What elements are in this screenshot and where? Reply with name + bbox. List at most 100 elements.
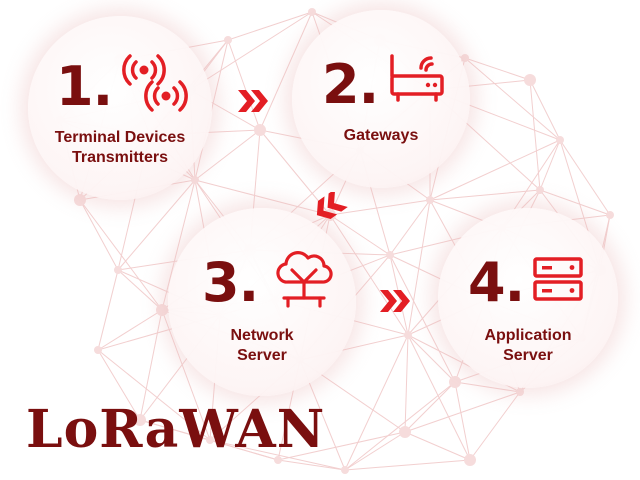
- mesh-line: [79, 199, 163, 311]
- mesh-line: [329, 214, 391, 256]
- mesh-line: [117, 269, 163, 311]
- mesh-line: [539, 189, 611, 216]
- mesh-line: [97, 349, 141, 421]
- arrow-step-1-to-2-icon: [238, 90, 268, 112]
- mesh-node: [386, 251, 394, 259]
- mesh-line: [277, 459, 346, 471]
- mesh-node: [556, 136, 564, 144]
- cloud-network-icon: [276, 251, 333, 308]
- step-3-number: 3.: [202, 251, 259, 314]
- mesh-line: [344, 334, 409, 471]
- step-4-label: Application Server: [438, 326, 618, 366]
- mesh-line: [329, 214, 409, 336]
- step-3-label: Network Server: [168, 326, 356, 366]
- mesh-line: [404, 334, 409, 433]
- step-1-node: 1. Terminal Devices Transmitters: [28, 16, 212, 200]
- mesh-line: [464, 57, 531, 81]
- mesh-line: [329, 199, 431, 216]
- mesh-line: [161, 179, 196, 311]
- mesh-node: [156, 304, 168, 316]
- mesh-node: [191, 176, 199, 184]
- mesh-line: [209, 439, 346, 471]
- lorawan-logo-text: LoRaWAN: [26, 399, 326, 460]
- mesh-line: [344, 381, 456, 471]
- mesh-node: [404, 331, 412, 339]
- mesh-line: [469, 391, 521, 461]
- step-4-number: 4.: [468, 251, 525, 314]
- mesh-node: [74, 194, 86, 206]
- mesh-node: [606, 211, 614, 219]
- mesh-line: [139, 309, 163, 421]
- mesh-line: [404, 391, 521, 433]
- step-2-number: 2.: [322, 53, 379, 116]
- mesh-node: [426, 196, 434, 204]
- mesh-line: [454, 381, 471, 461]
- mesh-line: [161, 309, 211, 441]
- mesh-line: [117, 179, 196, 271]
- mesh-node: [308, 8, 316, 16]
- mesh-line: [389, 254, 456, 383]
- mesh-line: [97, 269, 119, 351]
- mesh-line: [97, 349, 211, 441]
- step-2-label: Gateways: [292, 126, 470, 146]
- step-4-label-line-2: Server: [503, 347, 553, 364]
- mesh-node: [206, 436, 214, 444]
- mesh-line: [454, 381, 521, 393]
- mesh-node: [94, 346, 102, 354]
- mesh-line: [529, 79, 561, 141]
- step-3-label-line-2: Server: [237, 347, 287, 364]
- mesh-line: [404, 381, 456, 433]
- mesh-line: [227, 11, 313, 41]
- step-1-label-line-2: Transmitters: [71, 149, 169, 166]
- mesh-line: [429, 139, 561, 201]
- mesh-node: [114, 266, 122, 274]
- mesh-node: [449, 376, 461, 388]
- step-1-label-line-1: Terminal Devices: [54, 129, 186, 146]
- mesh-line: [79, 199, 119, 271]
- mesh-node: [274, 456, 282, 464]
- mesh-line: [389, 199, 431, 256]
- mesh-line: [209, 439, 279, 461]
- mesh-line: [404, 431, 471, 461]
- mesh-line: [429, 189, 541, 201]
- mesh-line: [189, 11, 313, 91]
- mesh-node: [399, 426, 411, 438]
- mesh-node: [464, 454, 476, 466]
- mesh-line: [539, 139, 561, 191]
- mesh-line: [259, 11, 313, 131]
- mesh-node: [461, 54, 469, 62]
- mesh-node: [254, 124, 266, 136]
- mesh-line: [407, 334, 456, 383]
- step-3-label-line-1: Network: [230, 327, 294, 344]
- mesh-node: [341, 466, 349, 474]
- mesh-node: [516, 388, 524, 396]
- mesh-line: [227, 39, 261, 131]
- step-4-node: 4. Application Server: [438, 208, 618, 388]
- mesh-line: [407, 199, 431, 336]
- arrow-step-2-to-3-icon: [316, 192, 348, 220]
- step-1-number: 1.: [56, 55, 113, 118]
- mesh-line: [277, 431, 406, 461]
- mesh-line: [559, 139, 611, 216]
- mesh-node: [134, 414, 146, 426]
- mesh-line: [194, 129, 261, 181]
- radio-signal-icon: [122, 54, 188, 112]
- mesh-line: [344, 431, 406, 471]
- mesh-line: [529, 79, 541, 191]
- arrow-step-3-to-4-icon: [380, 290, 410, 312]
- mesh-line: [139, 419, 211, 441]
- mesh-line: [97, 309, 163, 351]
- step-2-label-line-1: Gateways: [343, 127, 419, 144]
- mesh-line: [407, 334, 471, 461]
- step-1-label: Terminal Devices Transmitters: [28, 128, 212, 168]
- mesh-node: [224, 36, 232, 44]
- mesh-line: [464, 57, 561, 141]
- step-4-label-line-1: Application: [484, 327, 572, 344]
- mesh-line: [344, 459, 471, 471]
- step-3-node: 3. Network Server: [168, 208, 356, 396]
- mesh-node: [536, 186, 544, 194]
- mesh-line: [194, 179, 331, 216]
- step-2-node: 2. Gateways: [292, 10, 470, 188]
- server-rack-icon: [533, 257, 583, 301]
- mesh-node: [524, 74, 536, 86]
